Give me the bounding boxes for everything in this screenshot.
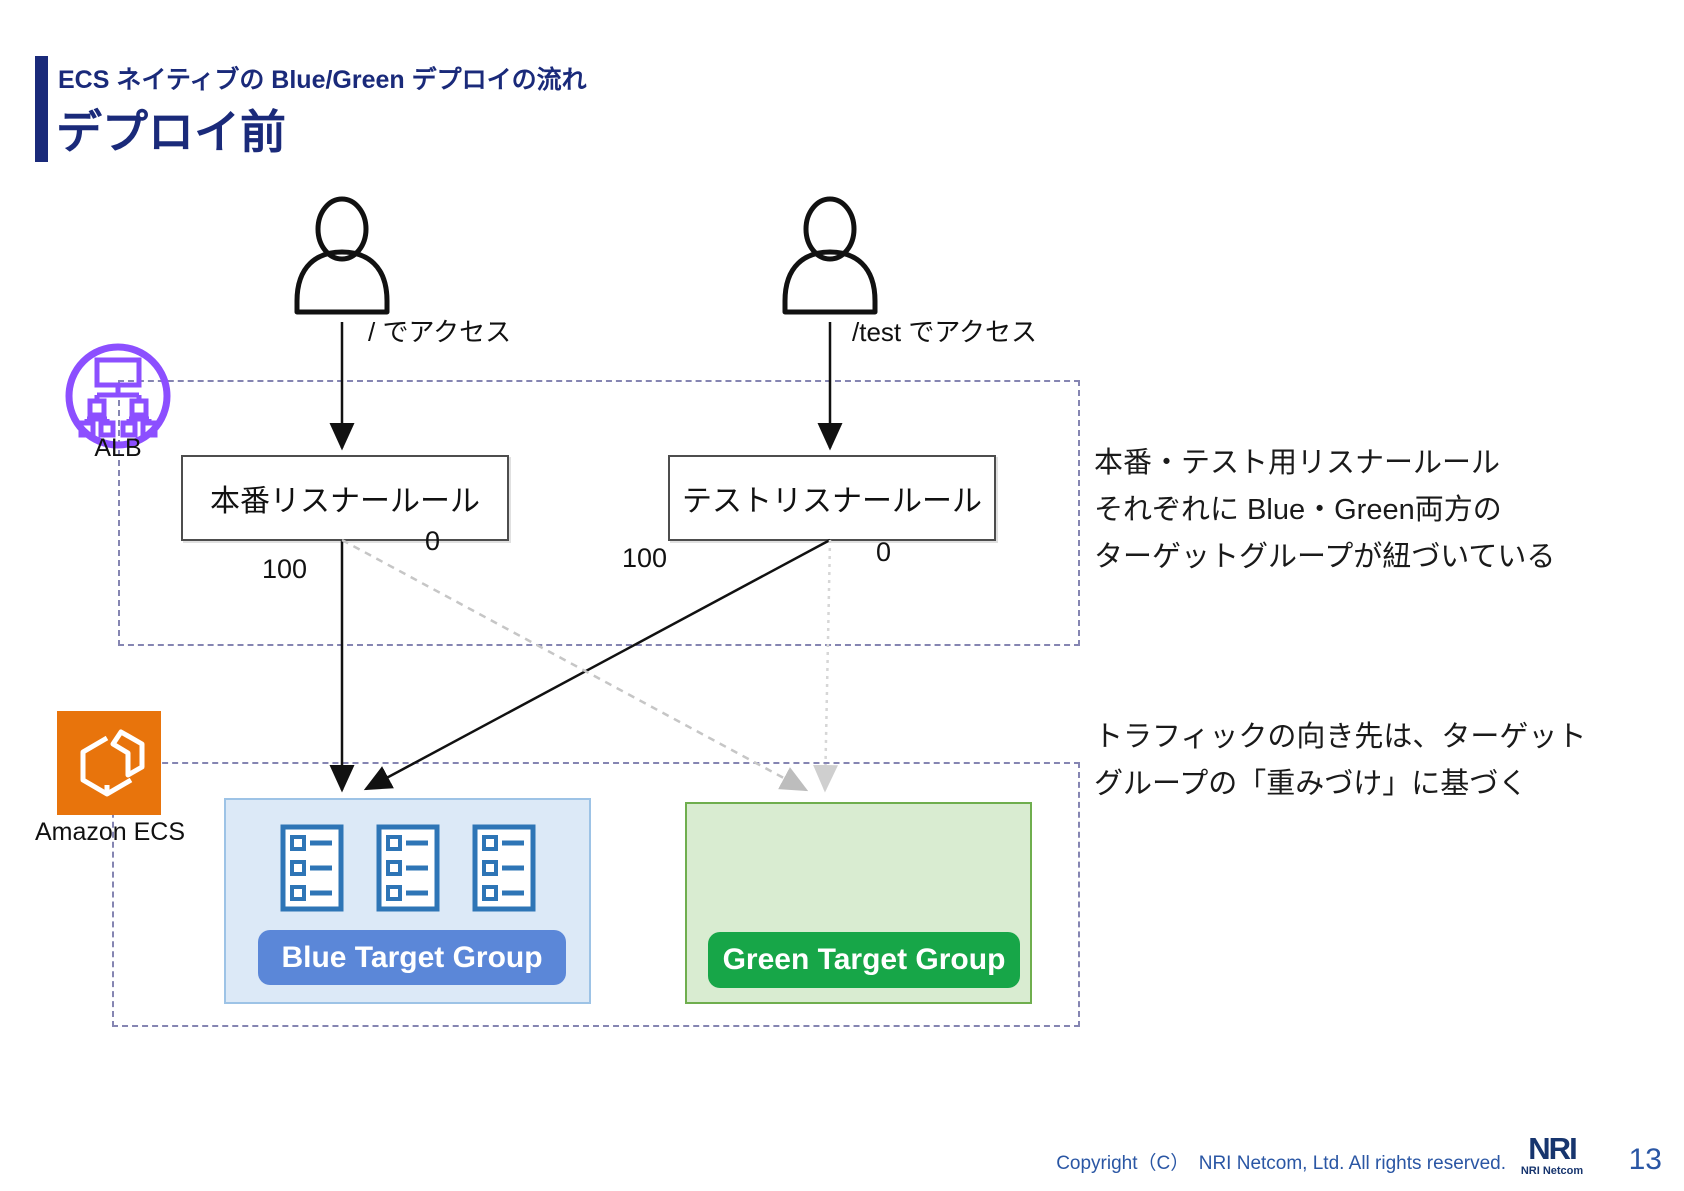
weight-test-to-blue: 100 xyxy=(622,543,668,573)
page-number: 13 xyxy=(1628,1143,1662,1176)
traffic-note-line: トラフィックの向き先は、ターゲット xyxy=(1094,721,1587,753)
nri-logo-sub: NRI Netcom xyxy=(1520,1165,1584,1177)
listener-note-line: ターゲットグループが紐づいている xyxy=(1094,541,1556,573)
weight-test-to-green: 0 xyxy=(876,537,892,567)
green-target-group-label: Green Target Group xyxy=(708,932,1020,988)
nri-logo-main: NRI xyxy=(1528,1131,1577,1166)
listener-note-line: 本番・テスト用リスナールール xyxy=(1094,447,1501,479)
alb-label: ALB xyxy=(94,434,142,462)
prod-listener-rule-label: 本番リスナールール xyxy=(210,485,480,518)
amazon-ecs-icon xyxy=(57,711,161,815)
amazon-ecs-label: Amazon ECS xyxy=(34,818,186,846)
user-prod-icon xyxy=(294,196,390,315)
page-title: デプロイ前 xyxy=(56,106,286,158)
blue-target-group-label: Blue Target Group xyxy=(258,930,566,985)
listener-note: 本番・テスト用リスナールール それぞれに Blue・Green両方の ターゲット… xyxy=(1094,440,1555,581)
listener-note-line: それぞれに Blue・Green両方の xyxy=(1094,494,1502,526)
copyright-text: Copyright（C） NRI Netcom, Ltd. All rights… xyxy=(1056,1153,1506,1174)
task-list-icon xyxy=(280,824,343,912)
traffic-note: トラフィックの向き先は、ターゲット グループの「重みづけ」に基づく xyxy=(1094,714,1586,808)
test-listener-rule-label: テストリスナールール xyxy=(682,485,982,518)
task-list-icon xyxy=(472,824,535,912)
prod-access-label: / でアクセス xyxy=(368,317,512,347)
title-accent-bar xyxy=(35,56,48,162)
traffic-note-line: グループの「重みづけ」に基づく xyxy=(1094,768,1528,800)
weight-prod-to-blue: 100 xyxy=(262,554,308,584)
test-access-label: /test でアクセス xyxy=(852,317,1038,347)
test-listener-rule-box: テストリスナールール xyxy=(668,455,996,541)
alb-icon xyxy=(65,343,171,449)
blue-task-row xyxy=(226,800,589,912)
slide-subtitle: ECS ネイティブの Blue/Green デプロイの流れ xyxy=(58,66,587,94)
task-list-icon xyxy=(376,824,439,912)
weight-prod-to-green: 0 xyxy=(425,526,441,556)
prod-listener-rule-box: 本番リスナールール xyxy=(181,455,509,541)
user-test-icon xyxy=(782,196,878,315)
nri-netcom-logo: NRI NRI Netcom xyxy=(1516,1131,1588,1177)
